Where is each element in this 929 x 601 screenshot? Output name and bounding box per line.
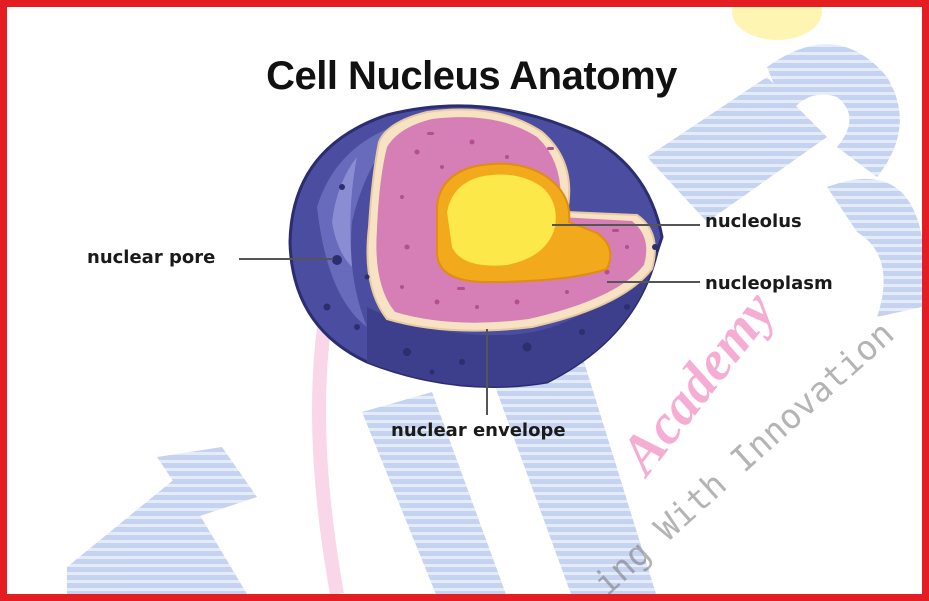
watermark-text-layer: Academy ing With Innovation [7,7,922,594]
